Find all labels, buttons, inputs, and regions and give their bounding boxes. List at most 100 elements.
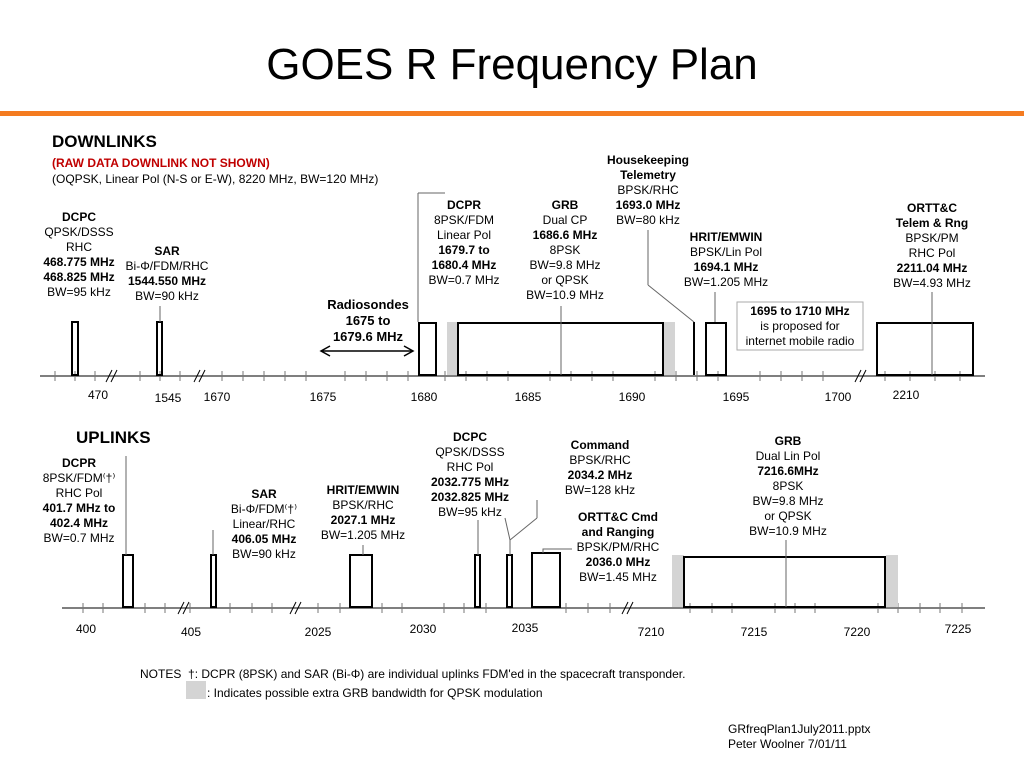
downlinks-header: DOWNLINKS — [52, 132, 157, 151]
label-line: BW=4.93 MHz — [893, 276, 971, 290]
label-line: Telemetry — [620, 168, 676, 182]
footer: GRfreqPlan1July2011.pptx Peter Woolner 7… — [728, 722, 871, 752]
tick-label: 2030 — [409, 622, 437, 636]
label-line: HRIT/EMWIN — [326, 483, 400, 497]
dcpc-downlink-band — [71, 321, 79, 376]
sar-downlink-band — [156, 321, 163, 376]
label-line: Command — [570, 438, 630, 452]
label-line: GRB — [551, 198, 579, 212]
label-line: BPSK/PM — [905, 231, 959, 245]
label-line: ORTT&C Cmd — [578, 510, 658, 524]
label-line: 402.4 MHz — [49, 516, 109, 530]
tick-label: 2210 — [892, 388, 920, 402]
label-line: Telem & Rng — [895, 216, 969, 230]
dcpr-downlink-band — [418, 322, 437, 376]
label-line: BW=128 kHz — [564, 483, 636, 497]
label-line: BW=1.45 MHz — [579, 570, 657, 584]
label-line: 8PSK/FDM⁽†⁾ — [42, 471, 116, 485]
tick-label: 1545 — [154, 391, 182, 405]
downlink-axis-breaks — [105, 369, 867, 383]
tick-label: 1670 — [203, 390, 231, 404]
tick-label: 400 — [75, 622, 97, 636]
downlinks-note-red: (RAW DATA DOWNLINK NOT SHOWN) — [52, 156, 270, 170]
tick-label: 7210 — [637, 625, 665, 639]
shade-legend-swatch — [186, 681, 206, 699]
tick-label: 1680 — [410, 390, 438, 404]
label-line: SAR — [251, 487, 277, 501]
tick-label: 1700 — [824, 390, 852, 404]
label-line: BPSK/PM/RHC — [576, 540, 660, 554]
grb-uplink-extra-bw-right — [886, 555, 898, 607]
tick-label: 7215 — [740, 625, 768, 639]
label-line: GRB — [774, 434, 802, 448]
label-line: Dual Lin Pol — [755, 449, 821, 463]
label-line: BW=9.8 MHz — [752, 494, 824, 508]
label-line: BPSK/Lin Pol — [689, 245, 763, 259]
label-line: or QPSK — [764, 509, 812, 523]
label-line: Dual CP — [542, 213, 588, 227]
label-line: BW=80 kHz — [616, 213, 680, 227]
grb-extra-bw-left — [447, 322, 458, 375]
tick-label: 2035 — [511, 621, 539, 635]
label-line: RHC Pol — [446, 460, 494, 474]
label-line: Bi-Φ/FDM⁽†⁾ — [230, 502, 298, 516]
uplinks-header: UPLINKS — [76, 428, 151, 447]
label-line: 468.825 MHz — [43, 270, 115, 284]
label-line: Housekeeping — [606, 153, 690, 167]
mobile-radio-label: 1695 to 1710 MHz is proposed for interne… — [745, 304, 855, 348]
label-line: 2027.1 MHz — [330, 513, 396, 527]
label-line: Linear Pol — [436, 228, 492, 242]
label-line: 8PSK/FDM — [433, 213, 494, 227]
label-line: or QPSK — [541, 273, 589, 287]
label-line: 2032.775 MHz — [430, 475, 510, 489]
label-line: ORTT&C — [907, 201, 957, 215]
label-line: 401.7 MHz to — [42, 501, 116, 515]
page-title: GOES R Frequency Plan — [266, 40, 758, 89]
label-line: 2036.0 MHz — [585, 555, 651, 569]
hrit-downlink-band — [705, 322, 727, 376]
notes-shade: : Indicates possible extra GRB bandwidth… — [207, 686, 543, 700]
label-line: 468.775 MHz — [43, 255, 115, 269]
label-line: BW=95 kHz — [438, 505, 502, 519]
label-line: BW=0.7 MHz — [428, 273, 500, 287]
sar-uplink-band — [210, 554, 217, 608]
label-line: SAR — [154, 244, 180, 258]
ortt-downlink-band — [876, 322, 974, 376]
grb-uplink-extra-bw-left — [672, 555, 684, 607]
label-line: 7216.6MHz — [757, 464, 819, 478]
label-line: BW=95 kHz — [47, 285, 111, 299]
dcpc-uplink-band — [474, 554, 481, 608]
tick-label: 1675 — [309, 390, 337, 404]
label-line: HRIT/EMWIN — [689, 230, 763, 244]
notes-line-1: NOTES †: DCPR (8PSK) and SAR (Bi-Φ) are … — [140, 667, 685, 681]
mobile-radio-box — [736, 301, 864, 351]
notes-prefix: NOTES — [140, 667, 182, 681]
ortt-cmd-uplink-band — [531, 552, 561, 608]
label-line: RHC Pol — [55, 486, 103, 500]
tick-label: 2025 — [304, 625, 332, 639]
label-line: BW=1.205 MHz — [683, 275, 769, 289]
hrit-uplink-band — [349, 554, 373, 608]
label-line: BW=1.205 MHz — [320, 528, 406, 542]
label-line: BW=90 kHz — [135, 289, 199, 303]
dcpr-uplink-band — [122, 554, 134, 608]
label-line: BW=10.9 MHz — [526, 288, 604, 302]
label-line: QPSK/DSSS — [44, 225, 114, 239]
grb-extra-bw-right — [664, 322, 675, 375]
title-rule — [0, 111, 1024, 116]
label-line: BW=90 kHz — [232, 547, 296, 561]
tick-label: 1690 — [618, 390, 646, 404]
label-line: 406.05 MHz — [231, 532, 297, 546]
label-line: DCPC — [61, 210, 96, 224]
label-line: 1680.4 MHz — [431, 258, 497, 272]
uplink-axis-breaks — [177, 601, 634, 615]
label-line: DCPC — [452, 430, 487, 444]
label-line: 8PSK — [549, 243, 581, 257]
label-line: 1694.1 MHz — [693, 260, 759, 274]
